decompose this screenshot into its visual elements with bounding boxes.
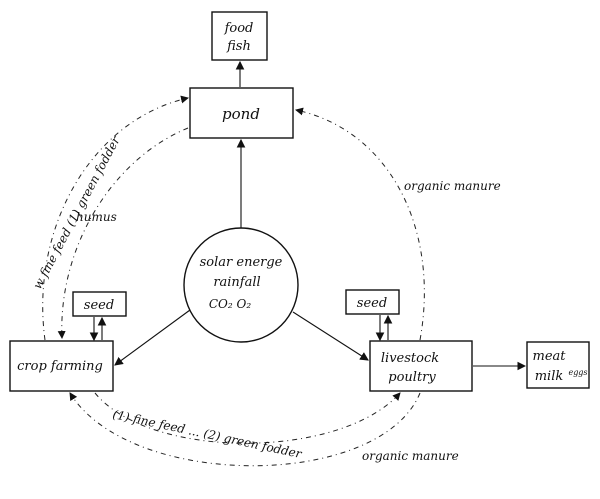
food-fish-label-line1: food: [224, 21, 254, 36]
center-circle: solar energe rainfall CO₂ O₂: [183, 227, 299, 343]
pond-box: pond: [189, 87, 294, 139]
food-fish-box: food fish: [211, 11, 268, 61]
label-humus: humus: [76, 210, 117, 224]
pond-label: pond: [222, 105, 260, 123]
seed-left-label: seed: [84, 298, 114, 313]
arc-livestock-to-pond: [295, 107, 425, 341]
center-text-rainfall: rainfall: [213, 275, 260, 290]
arc-crop-to-pond: [42, 95, 189, 341]
line-center-to-crop: [114, 309, 191, 366]
label-bottom-arc: (1) fine feed ... (2) green fodder: [111, 407, 304, 461]
meat-milk-box: meat milk eggs: [526, 341, 590, 389]
meat-milk-line1: meat: [533, 349, 567, 364]
livestock-label-line1: livestock: [381, 351, 439, 366]
meat-milk-eggs: eggs: [568, 368, 587, 377]
seed-right-box: seed: [345, 289, 400, 315]
crop-farming-box: crop farming: [9, 340, 114, 392]
crop-farming-label: crop farming: [17, 359, 103, 374]
seed-right-label: seed: [357, 296, 387, 311]
label-organic-manure-top: organic manure: [404, 179, 501, 193]
food-fish-label-line2: fish: [226, 39, 251, 54]
label-organic-manure-bottom: organic manure: [362, 449, 459, 463]
seed-left-box: seed: [72, 291, 127, 317]
arc-crop-to-livestock: [94, 392, 401, 444]
line-center-to-livestock: [292, 311, 369, 361]
arc-pond-to-crop-humus: [57, 127, 189, 339]
livestock-poultry-box: livestock poultry: [369, 340, 473, 392]
livestock-label-line2: poultry: [388, 370, 436, 385]
meat-milk-line2: milk: [535, 369, 564, 384]
arc-livestock-to-crop: [69, 392, 421, 467]
center-text-solar: solar energe: [200, 255, 283, 270]
center-text-gases: CO₂ O₂: [209, 297, 251, 311]
